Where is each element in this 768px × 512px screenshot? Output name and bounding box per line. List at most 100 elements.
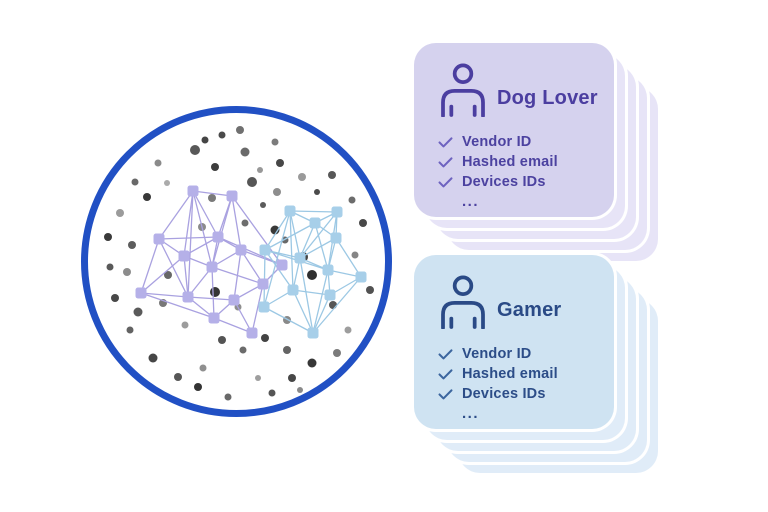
noise-dot	[164, 271, 172, 279]
dog-lover-network-edge	[183, 236, 219, 257]
noise-dot	[174, 373, 182, 381]
check-icon	[438, 156, 453, 167]
dog-lover-network-node	[187, 185, 199, 197]
noise-dot	[271, 138, 279, 146]
noise-dot	[297, 387, 303, 393]
noise-dot	[126, 326, 134, 334]
attribute-item: Hashed email	[438, 153, 596, 171]
gamer-network-edge	[299, 257, 314, 334]
attribute-label: Hashed email	[462, 366, 558, 382]
gamer-network-edge	[312, 294, 331, 334]
dog-lover-network-edge	[140, 292, 215, 319]
dog-lover-network-node	[246, 327, 258, 339]
dog-lover-network-edge	[233, 249, 242, 301]
dog-lover-network-edge	[192, 190, 213, 268]
gamer-network-edge	[335, 237, 362, 278]
noise-dot	[181, 321, 189, 329]
dog-lover-network-node	[235, 244, 247, 256]
check-icon	[438, 136, 453, 147]
noise-dot	[199, 364, 207, 372]
noise-dot	[224, 393, 232, 401]
gamer-network-node	[258, 301, 270, 313]
noise-dot	[211, 163, 219, 171]
dog-lover-network-edge	[158, 238, 189, 298]
noise-dot	[348, 196, 356, 204]
population-circle	[81, 106, 392, 417]
segment-title: Gamer	[497, 299, 562, 321]
gamer-network-edge	[264, 210, 291, 251]
gamer-network-edge	[263, 210, 291, 308]
noise-dot	[236, 126, 244, 134]
dog-lover-network-edge	[183, 255, 189, 298]
gamer-network-node	[331, 206, 343, 218]
gamer-network-node	[287, 284, 299, 296]
noise-dot	[261, 334, 269, 342]
noise-dot	[123, 268, 131, 276]
attribute-item: Devices IDs	[438, 385, 596, 403]
noise-dot	[307, 270, 317, 280]
noise-dot	[128, 241, 136, 249]
gamer-network-node	[307, 327, 319, 339]
noise-dot	[208, 194, 216, 202]
ellipsis-label: ...	[462, 405, 480, 422]
dog-lover-network-edge	[240, 249, 264, 285]
attribute-label: Hashed email	[462, 154, 558, 170]
gamer-network-edge	[289, 210, 338, 213]
gamer-network-node	[294, 252, 306, 264]
dog-lover-network-edge	[192, 190, 233, 197]
dog-lover-network-node	[178, 250, 190, 262]
noise-dot	[133, 307, 143, 317]
noise-dot	[314, 189, 320, 195]
noise-dot	[366, 286, 374, 294]
dog-lover-network-edge	[140, 292, 189, 298]
noise-dot	[283, 346, 291, 354]
attribute-list: Vendor ID Hashed email Devices IDs ...	[438, 345, 596, 423]
ellipsis-label: ...	[462, 193, 480, 210]
noise-dot	[240, 147, 250, 157]
dog-lover-network-node	[153, 233, 165, 245]
gamer-network-node	[284, 205, 296, 217]
check-icon	[438, 348, 453, 359]
dog-lover-network-edge	[140, 255, 185, 294]
noise-dot	[270, 225, 280, 235]
noise-dot	[190, 145, 200, 155]
noise-dot	[111, 294, 119, 302]
attribute-item-more: ...	[462, 405, 596, 423]
noise-dot	[247, 177, 257, 187]
attribute-list: Vendor ID Hashed email Devices IDs ...	[438, 133, 596, 211]
dog-lover-network-node	[135, 287, 147, 299]
noise-dot	[143, 193, 151, 201]
dog-lover-network-edge	[158, 236, 219, 240]
noise-dot	[268, 389, 276, 397]
gamer-network-edge	[264, 249, 301, 259]
gamer-network-node	[355, 271, 367, 283]
noise-dot	[194, 383, 202, 391]
dog-lover-network-edge	[192, 190, 219, 238]
attribute-label: Devices IDs	[462, 386, 546, 402]
gamer-network-edge	[299, 222, 316, 259]
attribute-label: Vendor ID	[462, 346, 532, 362]
noise-dot	[328, 171, 336, 179]
noise-dot	[131, 178, 139, 186]
noise-dot	[273, 188, 281, 196]
noise-dot	[257, 167, 263, 173]
attribute-item-more: ...	[462, 193, 596, 211]
noise-dot	[255, 375, 261, 381]
dog-lover-network-edge	[231, 195, 283, 266]
noise-dot	[329, 301, 337, 309]
gamer-network-edge	[312, 276, 362, 334]
dog-lover-card: Dog Lover Vendor ID Hashed email Devices…	[414, 43, 614, 217]
noise-dot	[148, 353, 158, 363]
check-icon	[438, 388, 453, 399]
dog-lover-network-node	[182, 291, 194, 303]
gamer-card: Gamer Vendor ID Hashed email Devices IDs…	[414, 255, 614, 429]
gamer-network-edge	[292, 289, 331, 296]
attribute-item: Vendor ID	[438, 345, 596, 363]
noise-dot	[239, 346, 247, 354]
noise-dot	[164, 180, 170, 186]
noise-dot	[116, 209, 124, 217]
check-icon	[438, 176, 453, 187]
person-icon	[441, 275, 485, 329]
noise-dot	[351, 251, 359, 259]
